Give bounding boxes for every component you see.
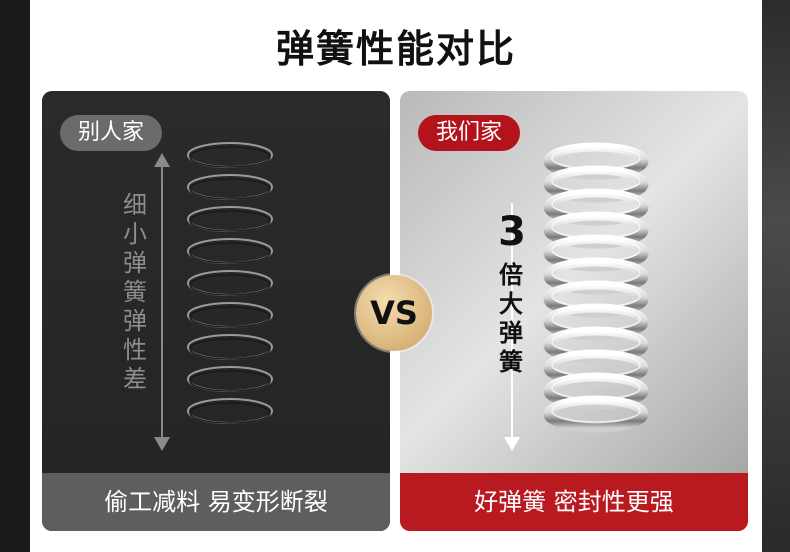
multiplier-number: 3 — [498, 209, 526, 255]
comparison-card: 弹簧性能对比 别人家 细 小 弹 簧 弹 性 差 偷工减料 易变形断裂 我们家 … — [30, 0, 762, 552]
right-tag: 我们家 — [418, 115, 521, 151]
spring-highlight — [551, 399, 641, 423]
spring-coil-shadow — [189, 402, 271, 424]
spring-coil-shadow — [189, 338, 271, 360]
left-arrow — [154, 153, 170, 451]
right-panel: 我们家 3 倍 大 弹 簧 好弹簧 密封性更强 — [400, 91, 748, 531]
right-footer: 好弹簧 密封性更强 — [400, 473, 748, 531]
left-side-char: 细 — [123, 191, 147, 219]
spring-coil-shadow — [189, 274, 271, 296]
left-panel: 别人家 细 小 弹 簧 弹 性 差 偷工减料 易变形断裂 — [42, 91, 390, 531]
left-side-char: 弹 — [123, 249, 147, 277]
left-side-char: 簧 — [123, 278, 147, 306]
spring-coil-shadow — [189, 146, 271, 168]
left-side-char: 小 — [123, 220, 147, 248]
right-side-char: 大 — [499, 290, 523, 318]
spring-coil-shadow — [189, 306, 271, 328]
thick-spring-image — [543, 142, 649, 433]
right-arrow — [504, 203, 520, 451]
right-side-text: 倍 大 弹 簧 — [496, 261, 526, 377]
vs-badge: VS — [356, 275, 432, 351]
left-side-char: 性 — [123, 336, 147, 364]
left-side-text: 细 小 弹 簧 弹 性 差 — [120, 191, 150, 394]
left-side-char: 弹 — [123, 307, 147, 335]
left-footer: 偷工减料 易变形断裂 — [42, 473, 390, 531]
spring-coil-shadow — [189, 210, 271, 232]
right-side-char: 弹 — [499, 319, 523, 347]
left-tag: 别人家 — [60, 115, 163, 151]
left-side-char: 差 — [123, 365, 147, 393]
right-side-char: 倍 — [499, 261, 523, 289]
thin-spring-image — [187, 142, 273, 424]
spring-coil-shadow — [189, 178, 271, 200]
spring-coil-shadow — [189, 370, 271, 392]
spring-coil-shadow — [189, 242, 271, 264]
right-side-char: 簧 — [499, 348, 523, 376]
page-title: 弹簧性能对比 — [275, 27, 516, 71]
